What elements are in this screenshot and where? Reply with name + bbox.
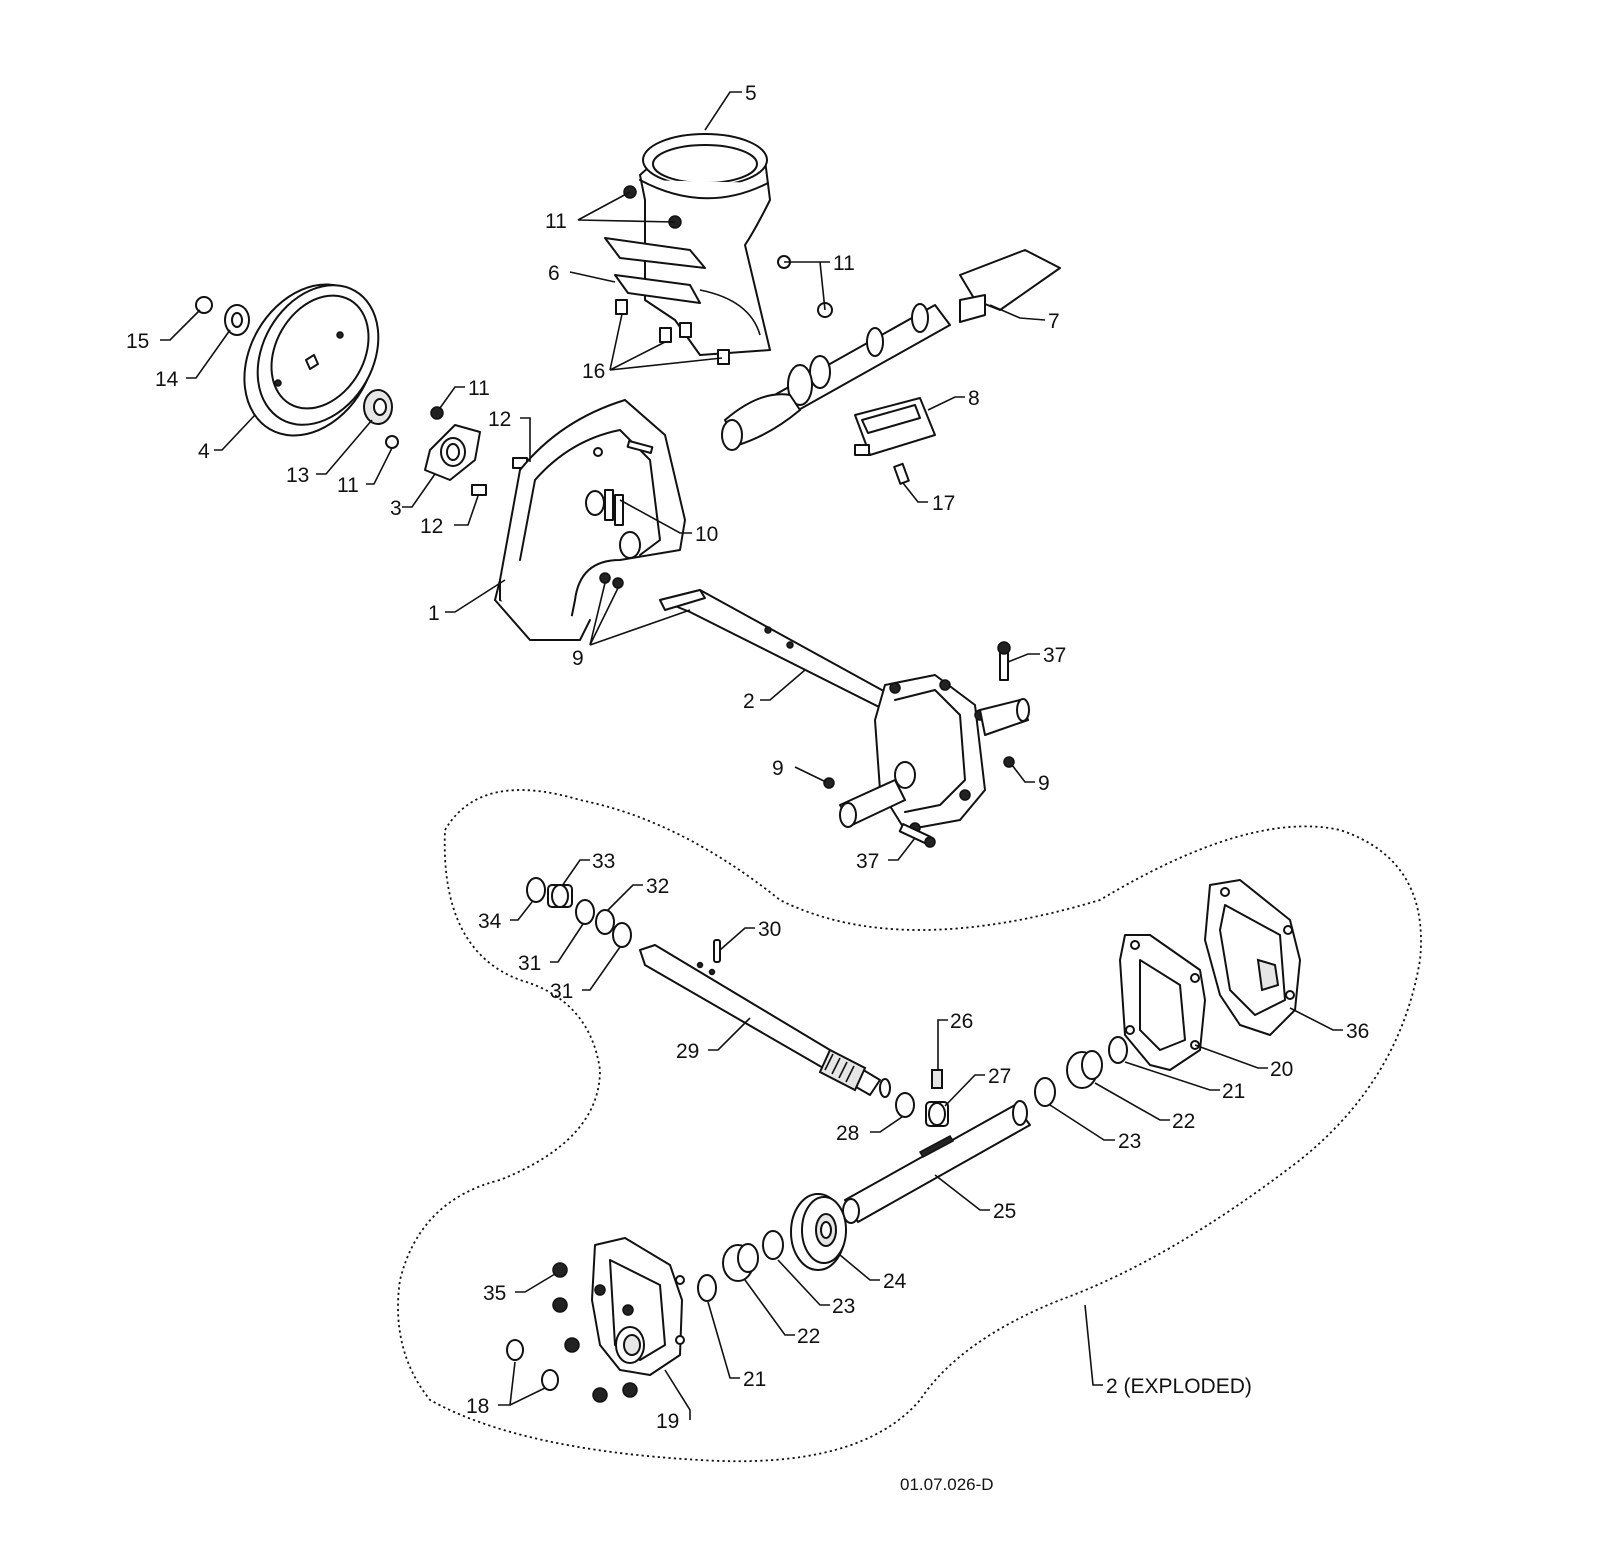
callout-37: 37 bbox=[1043, 644, 1066, 667]
callout-9: 9 bbox=[572, 647, 584, 670]
washer-31-b bbox=[612, 922, 632, 948]
callout-5: 5 bbox=[745, 82, 757, 105]
callout-34: 34 bbox=[478, 910, 502, 933]
callout-31: 31 bbox=[518, 952, 541, 975]
callout-13: 13 bbox=[286, 464, 309, 487]
bushing-33 bbox=[547, 884, 573, 908]
callout-21: 21 bbox=[1222, 1080, 1245, 1103]
pulley bbox=[243, 283, 380, 437]
callout-exploded: 2 (EXPLODED) bbox=[1106, 1375, 1252, 1398]
callout-22: 22 bbox=[1172, 1110, 1195, 1133]
screws-35 bbox=[552, 1262, 638, 1403]
bolt-12-b bbox=[471, 484, 487, 496]
chute bbox=[639, 133, 771, 356]
crank-bracket bbox=[854, 397, 936, 456]
nut-15 bbox=[195, 296, 213, 314]
nut-9-c bbox=[823, 777, 835, 789]
callout-29: 29 bbox=[676, 1040, 699, 1063]
callout-15: 15 bbox=[126, 330, 149, 353]
callout-26: 26 bbox=[950, 1010, 973, 1033]
drawing-code: 01.07.026-D bbox=[900, 1475, 994, 1494]
axle-shaft-25 bbox=[842, 1100, 1031, 1224]
callout-23: 23 bbox=[1118, 1130, 1141, 1153]
callout-35: 35 bbox=[483, 1282, 506, 1305]
gearbox-cover-36 bbox=[1204, 879, 1301, 1036]
chute-bracket bbox=[604, 237, 706, 304]
callout-11: 11 bbox=[545, 210, 567, 233]
washer-28 bbox=[895, 1092, 915, 1118]
washer-31-a bbox=[575, 899, 595, 925]
callout-24: 24 bbox=[883, 1270, 907, 1293]
callout-1: 1 bbox=[428, 602, 440, 625]
callout-22: 22 bbox=[797, 1325, 820, 1348]
callout-32: 32 bbox=[646, 875, 669, 898]
gasket-20 bbox=[1119, 934, 1206, 1071]
nut-9-d bbox=[1003, 756, 1015, 768]
washer-32 bbox=[595, 909, 615, 935]
callout-18: 18 bbox=[466, 1395, 489, 1418]
callout-8: 8 bbox=[968, 387, 980, 410]
callout-28: 28 bbox=[836, 1122, 859, 1145]
screw-17 bbox=[893, 462, 910, 485]
callout-17: 17 bbox=[932, 492, 955, 515]
callout-36: 36 bbox=[1346, 1020, 1369, 1043]
nut-9-b bbox=[612, 577, 624, 589]
callout-2: 2 bbox=[743, 690, 755, 713]
callout-16: 16 bbox=[582, 360, 605, 383]
callout-27: 27 bbox=[988, 1065, 1011, 1088]
callout-6: 6 bbox=[548, 262, 560, 285]
bushing-22-a bbox=[1066, 1050, 1103, 1089]
washer-21-a bbox=[1108, 1036, 1128, 1064]
callout-labels: 5 11 6 11 7 16 15 14 4 13 11 11 12 12 3 … bbox=[126, 82, 1369, 1433]
callout-20: 20 bbox=[1270, 1058, 1293, 1081]
worm-gear-24 bbox=[790, 1193, 847, 1271]
bolts-16 bbox=[615, 299, 730, 365]
key-26 bbox=[931, 1069, 943, 1089]
callout-9: 9 bbox=[772, 757, 784, 780]
bushing-22-b bbox=[722, 1243, 759, 1282]
exploded-view-outline bbox=[397, 789, 1422, 1463]
callout-11: 11 bbox=[337, 474, 359, 497]
crank-rod bbox=[721, 249, 1061, 451]
bearing-flange bbox=[424, 424, 481, 481]
nut-9-a bbox=[599, 572, 611, 584]
callout-19: 19 bbox=[656, 1410, 679, 1433]
gearbox-half-19 bbox=[591, 1237, 685, 1376]
bushing-27 bbox=[925, 1101, 949, 1127]
callout-31: 31 bbox=[550, 980, 573, 1003]
washer-23-b bbox=[762, 1230, 784, 1260]
callout-14: 14 bbox=[155, 368, 179, 391]
callout-3: 3 bbox=[390, 497, 402, 520]
callout-12: 12 bbox=[488, 408, 511, 431]
pin-30 bbox=[713, 939, 721, 963]
callout-23: 23 bbox=[832, 1295, 855, 1318]
nut-11-b bbox=[385, 435, 399, 449]
worm-shaft bbox=[639, 944, 891, 1098]
callout-9: 9 bbox=[1038, 772, 1050, 795]
callout-37: 37 bbox=[856, 850, 879, 873]
plugs-18 bbox=[506, 1339, 559, 1391]
callout-12: 12 bbox=[420, 515, 443, 538]
callout-10: 10 bbox=[695, 523, 718, 546]
callout-30: 30 bbox=[758, 918, 781, 941]
washer-23-a bbox=[1034, 1077, 1056, 1107]
gearbox-assembly bbox=[659, 589, 1030, 834]
callout-33: 33 bbox=[592, 850, 615, 873]
leader-lines bbox=[160, 91, 1343, 1420]
callout-4: 4 bbox=[198, 440, 210, 463]
callout-11: 11 bbox=[833, 252, 855, 275]
callout-21: 21 bbox=[743, 1368, 766, 1391]
nut-11-a bbox=[430, 406, 444, 420]
auger-housing bbox=[494, 399, 686, 641]
washer-34 bbox=[526, 877, 546, 903]
washer-21-b bbox=[697, 1274, 717, 1302]
callout-7: 7 bbox=[1048, 310, 1060, 333]
callout-25: 25 bbox=[993, 1200, 1016, 1223]
callout-11: 11 bbox=[468, 377, 490, 400]
